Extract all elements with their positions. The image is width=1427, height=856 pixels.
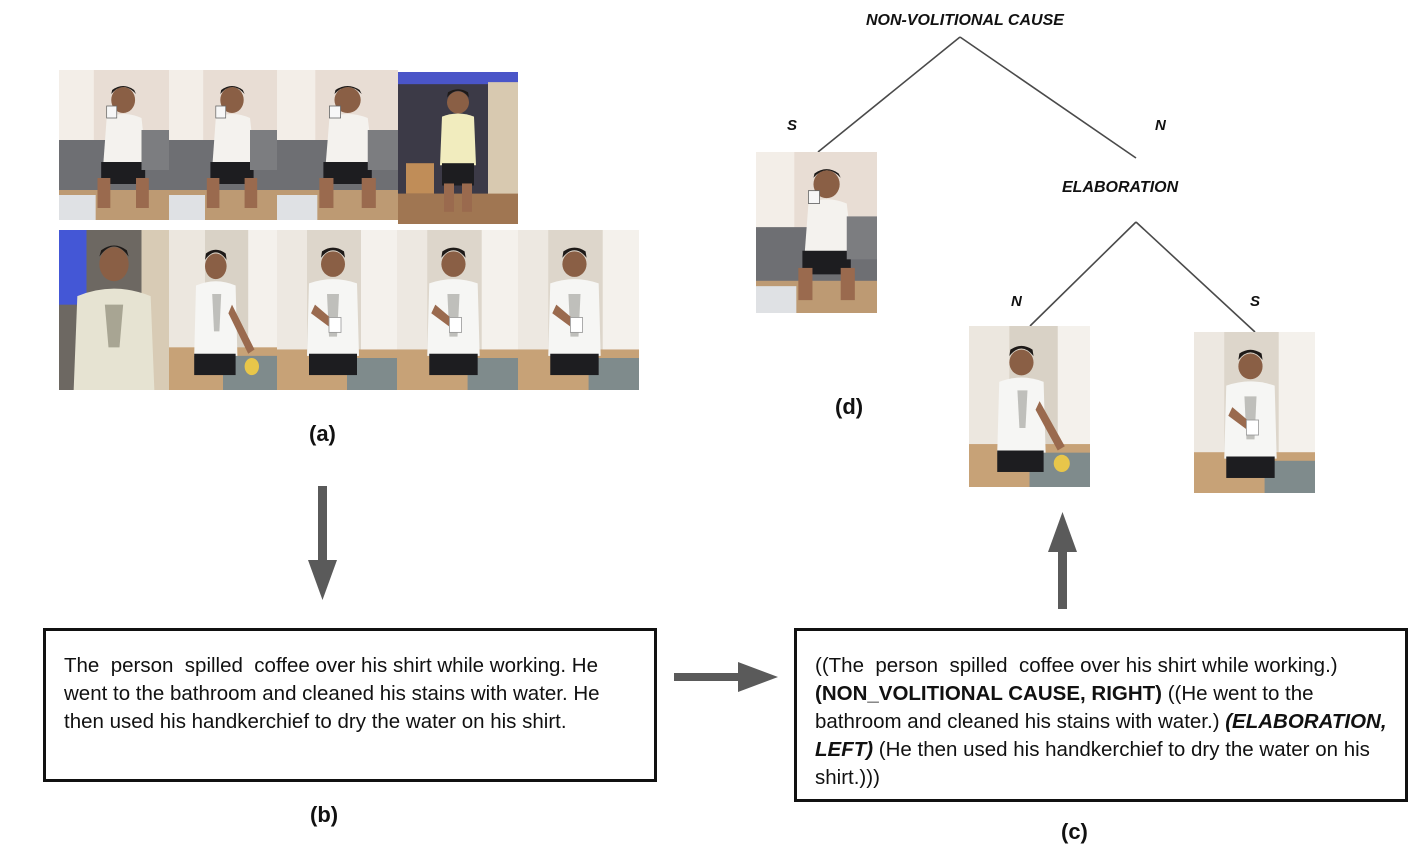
tree-leaf-image xyxy=(969,326,1090,487)
narrative-text: The person spilled coffee over his shirt… xyxy=(64,654,606,733)
rst-segment: (He then used his handkerchief to dry th… xyxy=(815,738,1376,789)
rst-relation: (NON_VOLITIONAL CAUSE, RIGHT) xyxy=(815,682,1162,705)
panel-label-b: (b) xyxy=(310,802,339,827)
tree-root-left-tag: S xyxy=(787,117,798,134)
panel-label-d: (d) xyxy=(835,394,864,419)
panel-label-c: (c) xyxy=(1061,819,1088,844)
tree-leaf-image xyxy=(1194,332,1315,493)
narrative-text-box: The person spilled coffee over his shirt… xyxy=(43,628,657,782)
rst-relation: (ELABORATION, LEFT) xyxy=(815,710,1393,761)
rst-parse-box: ((The person spilled coffee over his shi… xyxy=(794,628,1408,802)
right-arrow-icon xyxy=(674,662,778,692)
rst-segment: ((He went to the bathroom and cleaned hi… xyxy=(815,682,1320,733)
rst-segment: ((The person spilled coffee over his shi… xyxy=(815,654,1344,677)
up-arrow-icon xyxy=(1048,512,1077,609)
tree-leaf-image xyxy=(756,152,877,313)
tree-child-right-tag: S xyxy=(1250,293,1261,310)
tree-root-right-tag: N xyxy=(1155,117,1166,134)
rst-parse-text: ((The person spilled coffee over his shi… xyxy=(815,652,1387,792)
tree-child-left-tag: N xyxy=(1011,293,1022,310)
tree-edges xyxy=(817,36,1256,333)
tree-child-label: ELABORATION xyxy=(1062,179,1179,196)
panel-label-a: (a) xyxy=(309,421,336,446)
down-arrow-icon xyxy=(308,486,337,600)
tree-root-label: NON-VOLITIONAL CAUSE xyxy=(866,12,1064,29)
